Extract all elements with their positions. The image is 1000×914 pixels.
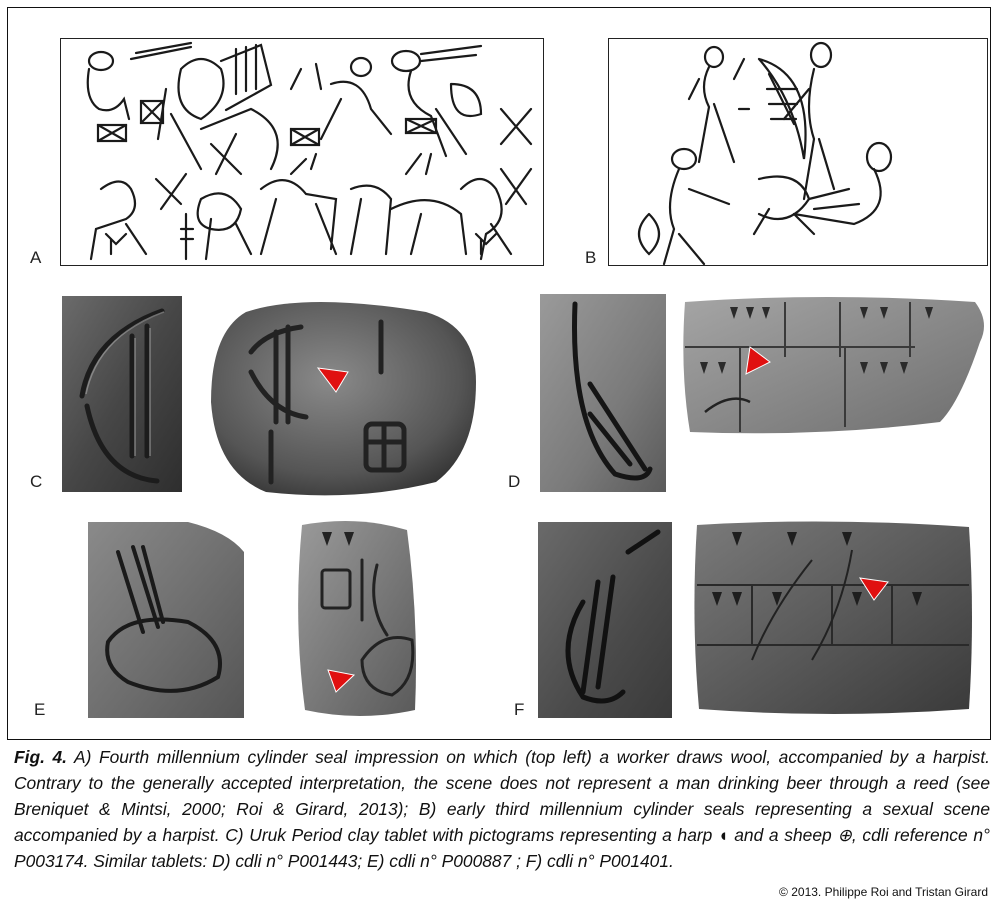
panel-c-tablet-photo <box>206 292 484 496</box>
copyright-notice: © 2013. Philippe Roi and Tristan Girard <box>779 885 988 899</box>
figure-frame <box>7 7 991 740</box>
panel-e-label: E <box>34 700 46 719</box>
tablet-p000887 <box>298 521 416 716</box>
arrow-marker <box>316 367 349 393</box>
panel-d-tablet-photo <box>680 292 988 440</box>
harp-sign-closeup-f <box>538 522 672 718</box>
panel-f-tablet-photo <box>692 520 974 716</box>
arrow-marker <box>745 346 771 375</box>
harp-sign-closeup-d <box>540 294 666 492</box>
sexual-scene-sketch <box>637 41 893 265</box>
harp-sign-closeup-e <box>88 522 244 718</box>
panel-a-label: A <box>30 248 42 267</box>
arrow-marker <box>858 577 889 601</box>
panel-f-detail-photo <box>538 522 672 718</box>
tablet-p001443 <box>683 297 984 434</box>
panel-e-tablet-photo <box>292 520 422 716</box>
seal-impression-sketch <box>86 41 533 261</box>
panel-f-label: F <box>514 700 525 719</box>
panel-e-detail-photo <box>88 522 244 718</box>
panel-d-detail-photo <box>540 294 666 492</box>
panel-b-seal-drawing <box>608 38 988 266</box>
arrow-marker <box>327 669 356 693</box>
panel-b-label: B <box>585 248 597 267</box>
figure-caption: Fig. 4. A) Fourth millennium cylinder se… <box>14 744 990 874</box>
tablet-p001401 <box>694 521 972 714</box>
panel-c-label: C <box>30 472 43 491</box>
panel-a-seal-drawing <box>60 38 544 266</box>
panel-c-detail-photo <box>62 296 182 492</box>
tablet-p003174 <box>211 302 476 496</box>
figure-number: Fig. 4. <box>14 747 68 767</box>
harp-sign-closeup <box>62 296 182 492</box>
panel-d-label: D <box>508 472 521 491</box>
caption-text: A) Fourth millennium cylinder seal impre… <box>14 747 990 871</box>
